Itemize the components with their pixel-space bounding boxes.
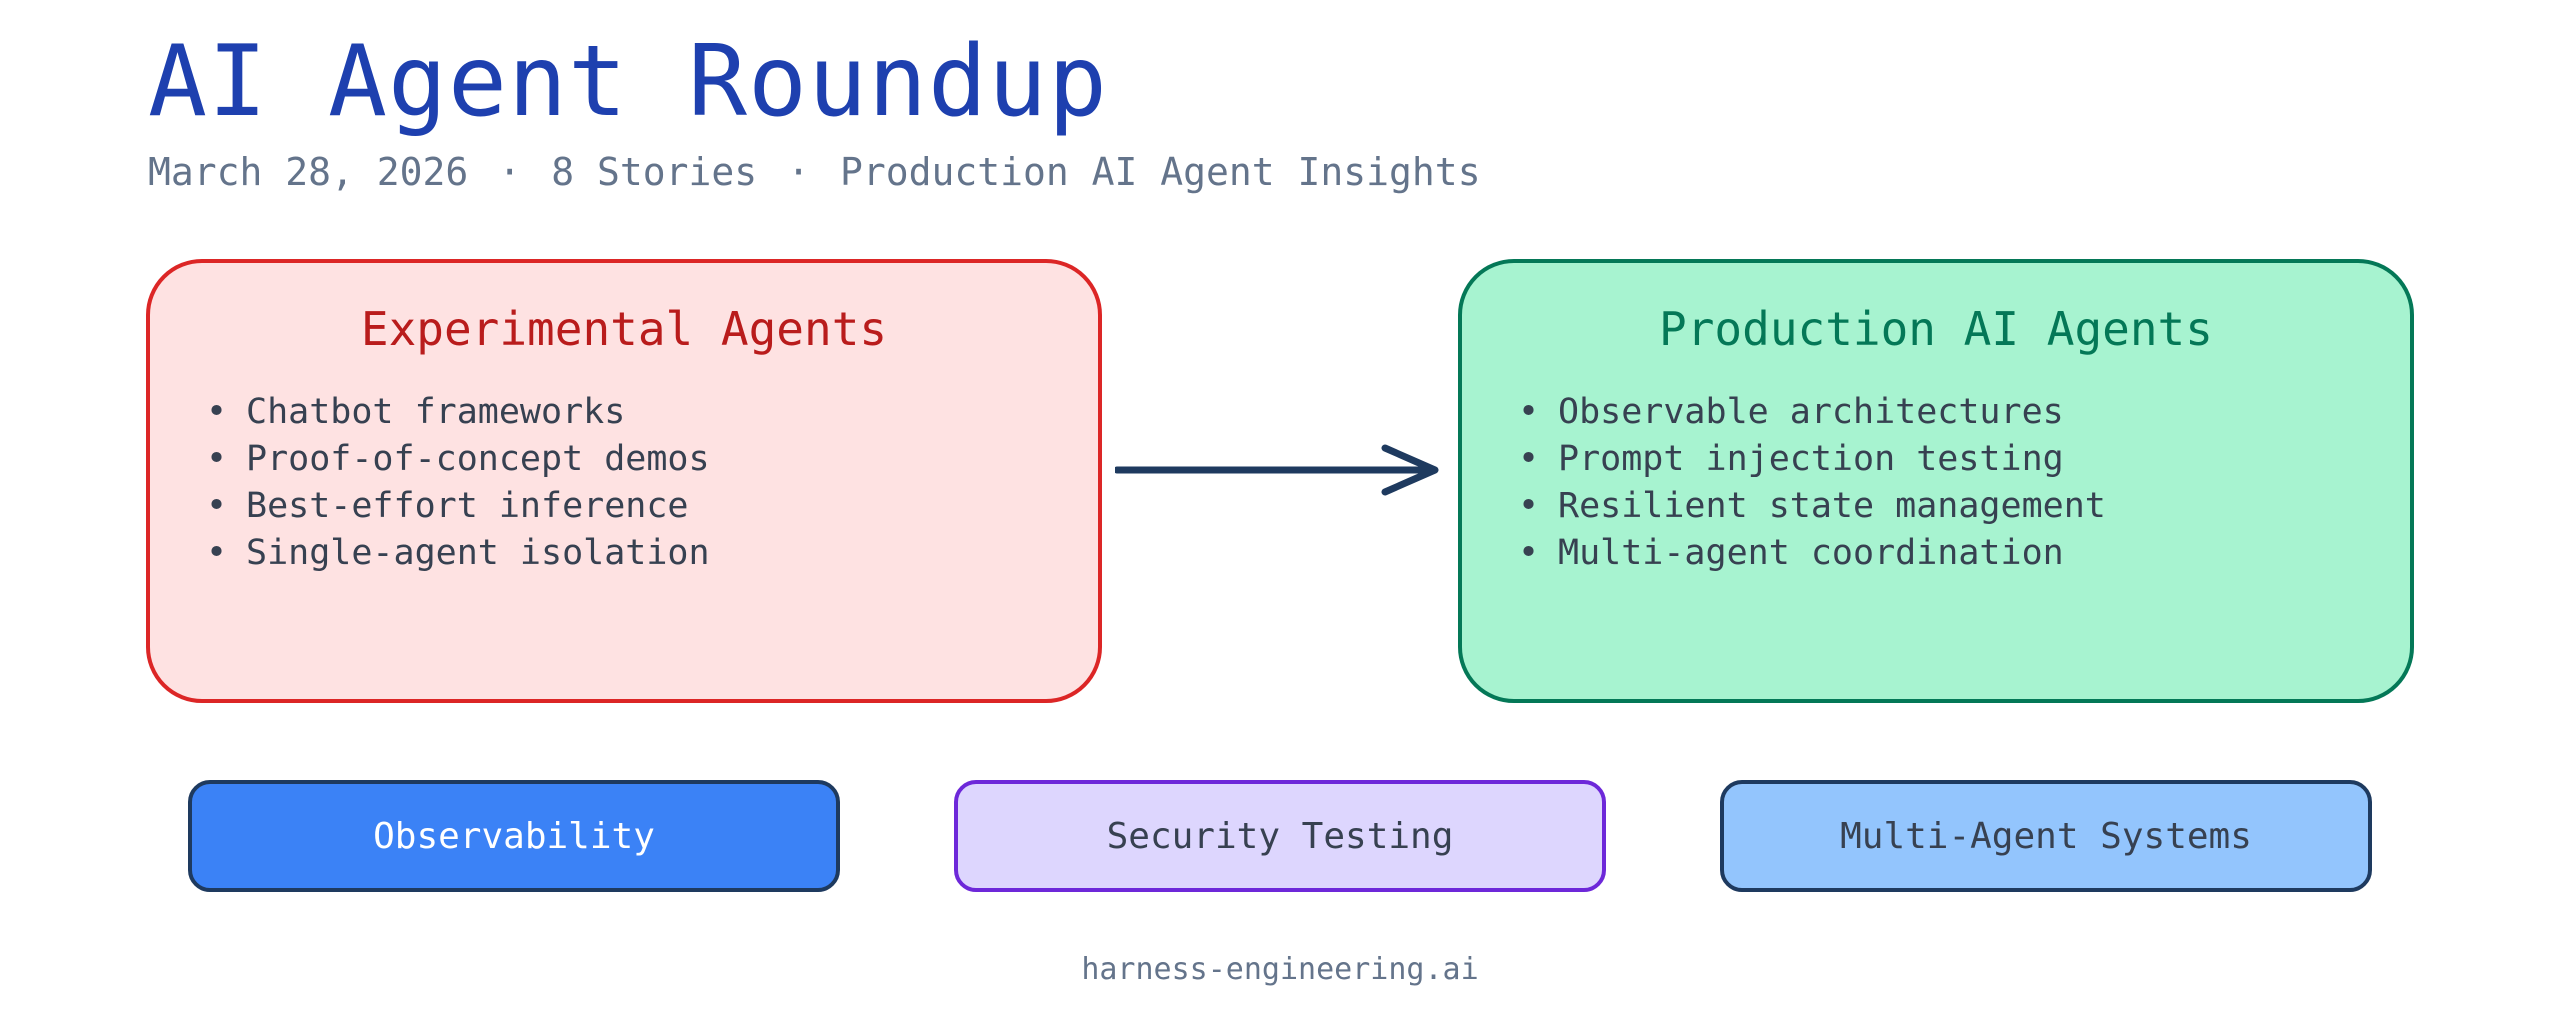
tag-multi-agent-systems: Multi-Agent Systems bbox=[1720, 780, 2372, 892]
subtitle-separator: · bbox=[498, 150, 522, 194]
bullet-item: • Best-effort inference bbox=[206, 483, 710, 530]
panel-title: Production AI Agents bbox=[1659, 302, 2213, 356]
subtitle-stories: 8 Stories bbox=[551, 150, 758, 194]
bullet-item: • Observable architectures bbox=[1518, 389, 2106, 436]
bullet-item: • Multi-agent coordination bbox=[1518, 530, 2106, 577]
bullet-item: • Prompt injection testing bbox=[1518, 436, 2106, 483]
bullet-dot: • bbox=[1518, 392, 1540, 432]
bullet-text: Proof-of-concept demos bbox=[246, 439, 710, 479]
bullet-dot: • bbox=[206, 439, 228, 479]
bullet-text: Multi-agent coordination bbox=[1558, 533, 2064, 573]
bullet-list: • Observable architectures • Prompt inject… bbox=[1518, 389, 2106, 577]
tag-security-testing: Security Testing bbox=[954, 780, 1606, 892]
subtitle-date: March 28, 2026 bbox=[148, 150, 469, 194]
panel-title: Experimental Agents bbox=[360, 302, 888, 356]
bullet-text: Chatbot frameworks bbox=[246, 392, 626, 432]
bullet-list: • Chatbot frameworks • Proof-of-concept de… bbox=[206, 389, 710, 577]
transition-arrow-icon bbox=[1115, 444, 1439, 496]
bullet-dot: • bbox=[206, 392, 228, 432]
subtitle-tagline: Production AI Agent Insights bbox=[839, 150, 1481, 194]
page-subtitle: March 28, 2026 · 8 Stories · Production AI A… bbox=[148, 144, 1481, 200]
tag-observability: Observability bbox=[188, 780, 840, 892]
bullet-item: • Resilient state management bbox=[1518, 483, 2106, 530]
bullet-dot: • bbox=[1518, 533, 1540, 573]
page-title: AI Agent Roundup bbox=[148, 25, 1109, 139]
bullet-item: • Single-agent isolation bbox=[206, 530, 710, 577]
subtitle-separator: · bbox=[787, 150, 810, 194]
experimental-agents-panel: Experimental Agents • Chatbot frameworks … bbox=[146, 259, 1102, 703]
bullet-text: Observable architectures bbox=[1558, 392, 2064, 432]
bullet-text: Single-agent isolation bbox=[246, 533, 710, 573]
footer-domain: harness-engineering.ai bbox=[1081, 952, 1479, 987]
bullet-dot: • bbox=[1518, 439, 1540, 479]
bullet-dot: • bbox=[1518, 486, 1540, 526]
arrow-head bbox=[1381, 444, 1439, 496]
bullet-dot: • bbox=[206, 533, 228, 573]
bullet-item: • Chatbot frameworks bbox=[206, 389, 710, 436]
production-agents-panel: Production AI Agents • Observable archite… bbox=[1458, 259, 2414, 703]
bullet-text: Resilient state management bbox=[1558, 486, 2106, 526]
bullet-item: • Proof-of-concept demos bbox=[206, 436, 710, 483]
bullet-text: Prompt injection testing bbox=[1558, 439, 2064, 479]
bullet-text: Best-effort inference bbox=[246, 486, 689, 526]
bullet-dot: • bbox=[206, 486, 228, 526]
